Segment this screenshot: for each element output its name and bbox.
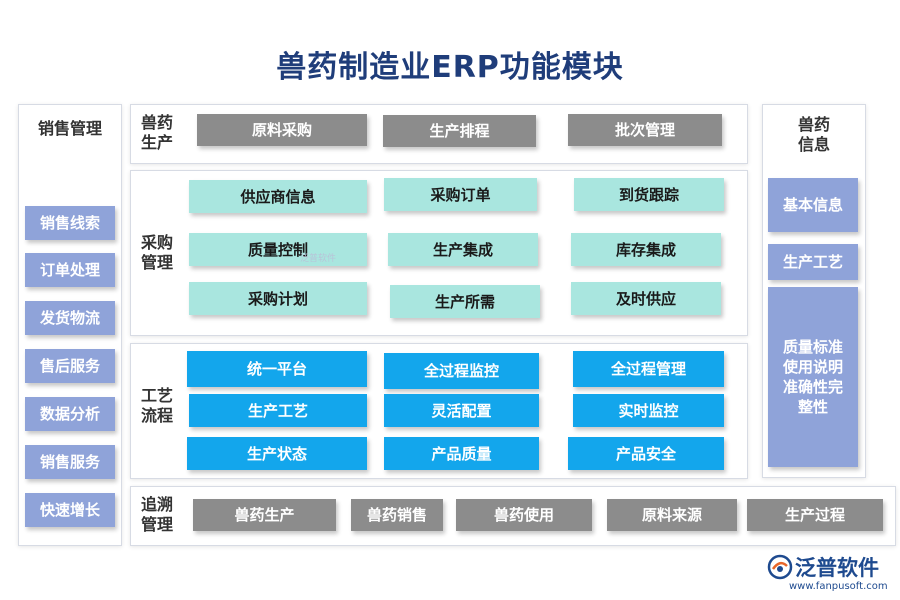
quality-control-button[interactable]: 质量控制 bbox=[189, 233, 367, 266]
product-safety-button[interactable]: 产品安全 bbox=[568, 437, 724, 470]
trace-vet-production-button[interactable]: 兽药生产 bbox=[193, 499, 336, 531]
procurement-label: 采购管理 bbox=[140, 233, 173, 272]
fanpu-logo-icon bbox=[767, 554, 793, 580]
sales-item-service[interactable]: 销售服务 bbox=[25, 445, 115, 479]
process-label: 工艺流程 bbox=[140, 386, 173, 425]
raw-material-purchase-button[interactable]: 原料采购 bbox=[197, 114, 367, 146]
trace-production-process-button[interactable]: 生产过程 bbox=[747, 499, 883, 531]
purchase-order-button[interactable]: 采购订单 bbox=[384, 178, 537, 211]
vet-info-label: 兽药信息 bbox=[797, 115, 830, 154]
timely-supply-button[interactable]: 及时供应 bbox=[571, 282, 721, 315]
realtime-monitoring-button[interactable]: 实时监控 bbox=[573, 394, 724, 427]
batch-management-button[interactable]: 批次管理 bbox=[568, 114, 722, 146]
full-process-management-button[interactable]: 全过程管理 bbox=[573, 351, 724, 387]
logo-url: www.fanpusoft.com bbox=[789, 581, 888, 592]
production-status-button[interactable]: 生产状态 bbox=[187, 437, 367, 470]
production-integration-button[interactable]: 生产集成 bbox=[388, 233, 538, 266]
production-process-button[interactable]: 生产工艺 bbox=[189, 394, 367, 427]
production-needs-button[interactable]: 生产所需 bbox=[390, 285, 540, 318]
sales-item-leads[interactable]: 销售线索 bbox=[25, 206, 115, 240]
unified-platform-button[interactable]: 统一平台 bbox=[187, 351, 367, 387]
logo-name: 泛普软件 bbox=[795, 556, 879, 580]
supplier-info-button[interactable]: 供应商信息 bbox=[189, 180, 367, 213]
inventory-integration-button[interactable]: 库存集成 bbox=[571, 233, 721, 266]
production-tech-button[interactable]: 生产工艺 bbox=[768, 244, 858, 280]
sales-item-order[interactable]: 订单处理 bbox=[25, 253, 115, 287]
sales-management-label: 销售管理 bbox=[37, 119, 102, 138]
sales-item-aftersales[interactable]: 售后服务 bbox=[25, 349, 115, 383]
arrival-tracking-button[interactable]: 到货跟踪 bbox=[574, 178, 724, 211]
basic-info-button[interactable]: 基本信息 bbox=[768, 178, 858, 232]
purchase-plan-button[interactable]: 采购计划 bbox=[189, 282, 367, 315]
sales-item-growth[interactable]: 快速增长 bbox=[25, 493, 115, 527]
full-process-monitoring-button[interactable]: 全过程监控 bbox=[384, 353, 539, 389]
trace-vet-usage-button[interactable]: 兽药使用 bbox=[456, 499, 592, 531]
traceability-label: 追溯管理 bbox=[140, 495, 173, 534]
flexible-config-button[interactable]: 灵活配置 bbox=[384, 394, 539, 427]
production-label: 兽药生产 bbox=[140, 113, 173, 152]
trace-vet-sales-button[interactable]: 兽药销售 bbox=[351, 499, 443, 531]
watermark: 泛普软件 bbox=[300, 254, 337, 264]
page-title: 兽药制造业ERP功能模块 bbox=[276, 50, 624, 85]
trace-raw-source-button[interactable]: 原料来源 bbox=[607, 499, 737, 531]
production-scheduling-button[interactable]: 生产排程 bbox=[383, 115, 536, 147]
sales-item-shipping[interactable]: 发货物流 bbox=[25, 301, 115, 335]
sales-item-analytics[interactable]: 数据分析 bbox=[25, 397, 115, 431]
product-quality-button[interactable]: 产品质量 bbox=[384, 437, 539, 470]
fanpu-logo: 泛普软件 www.fanpusoft.com bbox=[763, 550, 893, 596]
quality-standard-button[interactable]: 质量标准使用说明准确性完整性 bbox=[768, 287, 858, 467]
